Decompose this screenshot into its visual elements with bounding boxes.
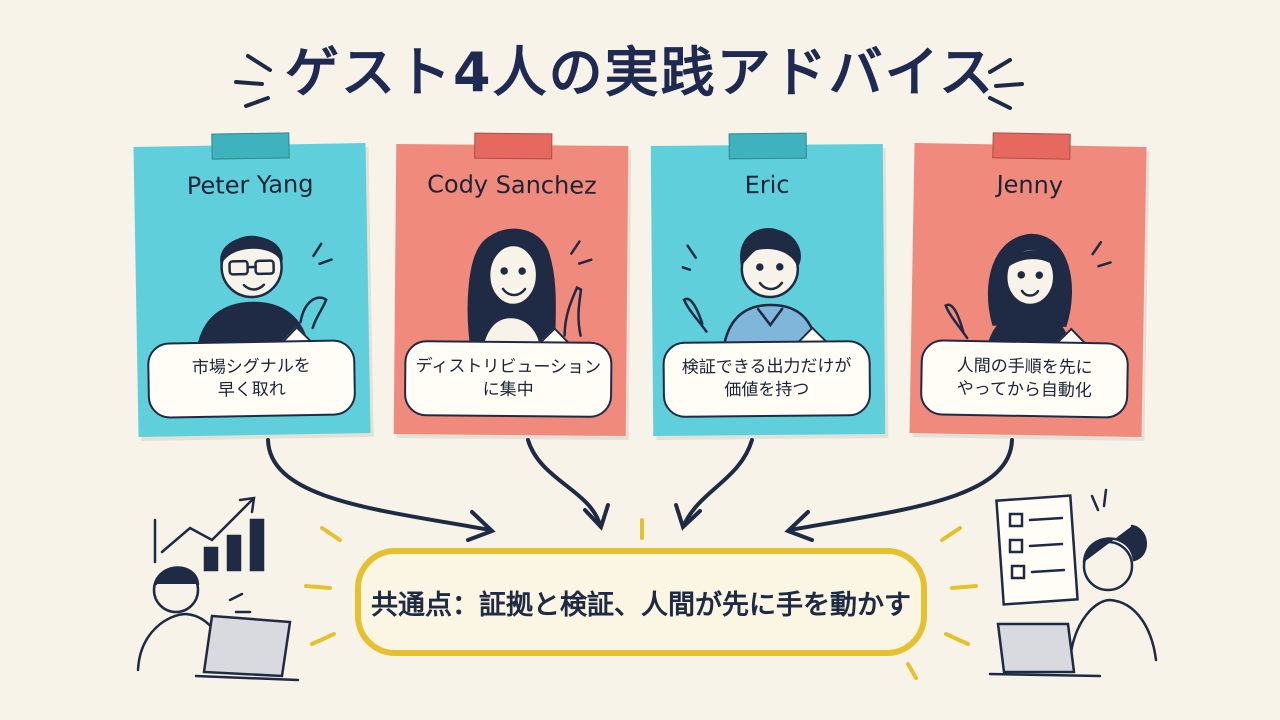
eric-portrait-icon bbox=[681, 228, 820, 356]
guest-card-peter-yang: Peter Yang 市場シグナルを 早く取れ bbox=[133, 132, 371, 438]
peter-yang-portrait-icon bbox=[195, 235, 333, 357]
right-person-illustration bbox=[988, 488, 1158, 678]
tape bbox=[211, 132, 290, 160]
arrow-peter bbox=[266, 438, 492, 532]
speech-bubble: ディストリビューション に集中 bbox=[403, 340, 613, 418]
tape bbox=[728, 132, 807, 160]
guest-name: Eric bbox=[744, 170, 790, 200]
arrow-jenny-head bbox=[784, 510, 814, 542]
cody-sanchez-portrait-icon bbox=[467, 228, 593, 356]
guest-name: Cody Sanchez bbox=[427, 170, 597, 200]
advice-text: 人間の手順を先に やってから自動化 bbox=[956, 355, 1093, 402]
arrows bbox=[266, 438, 1014, 542]
speech-bubble: 検証できる出力だけが 価値を持つ bbox=[662, 340, 872, 418]
guest-name: Jenny bbox=[996, 170, 1064, 200]
guest-card-cody-sanchez: Cody Sanchez ディストリビューション に集中 bbox=[393, 132, 629, 437]
title-burst-right bbox=[988, 58, 1024, 110]
advice-text: 市場シグナルを 早く取れ bbox=[191, 356, 312, 401]
arrow-peter-head bbox=[466, 510, 496, 542]
speech-bubble: 人間の手順を先に やってから自動化 bbox=[919, 339, 1130, 419]
jenny-portrait-icon bbox=[944, 233, 1112, 357]
summary-glow-rays bbox=[304, 518, 978, 680]
arrow-jenny bbox=[788, 438, 1014, 532]
summary-box: 共通点：証拠と検証、人間が先に手を動かす bbox=[355, 548, 927, 656]
advice-text: 検証できる出力だけが 価値を持つ bbox=[681, 356, 852, 401]
title-burst-left bbox=[234, 54, 272, 108]
guest-name: Peter Yang bbox=[186, 169, 314, 201]
advice-text: ディストリビューション に集中 bbox=[415, 356, 602, 401]
tape bbox=[992, 132, 1071, 160]
arrow-eric-head bbox=[674, 503, 702, 531]
guest-card-eric: Eric 検証できる出力だけが 価値を持つ bbox=[650, 132, 886, 437]
speech-bubble: 市場シグナルを 早く取れ bbox=[146, 339, 357, 419]
arrow-cody-head bbox=[583, 503, 610, 531]
arrow-eric bbox=[682, 438, 754, 527]
tape bbox=[474, 132, 553, 160]
guest-card-jenny: Jenny 人間の手順を先に やってから自動化 bbox=[909, 132, 1147, 438]
arrow-cody bbox=[526, 438, 602, 527]
left-person-illustration bbox=[136, 496, 300, 682]
summary-text: 共通点：証拠と検証、人間が先に手を動かす bbox=[371, 589, 911, 621]
page-title: ゲスト4人の実践アドバイス bbox=[285, 41, 995, 104]
